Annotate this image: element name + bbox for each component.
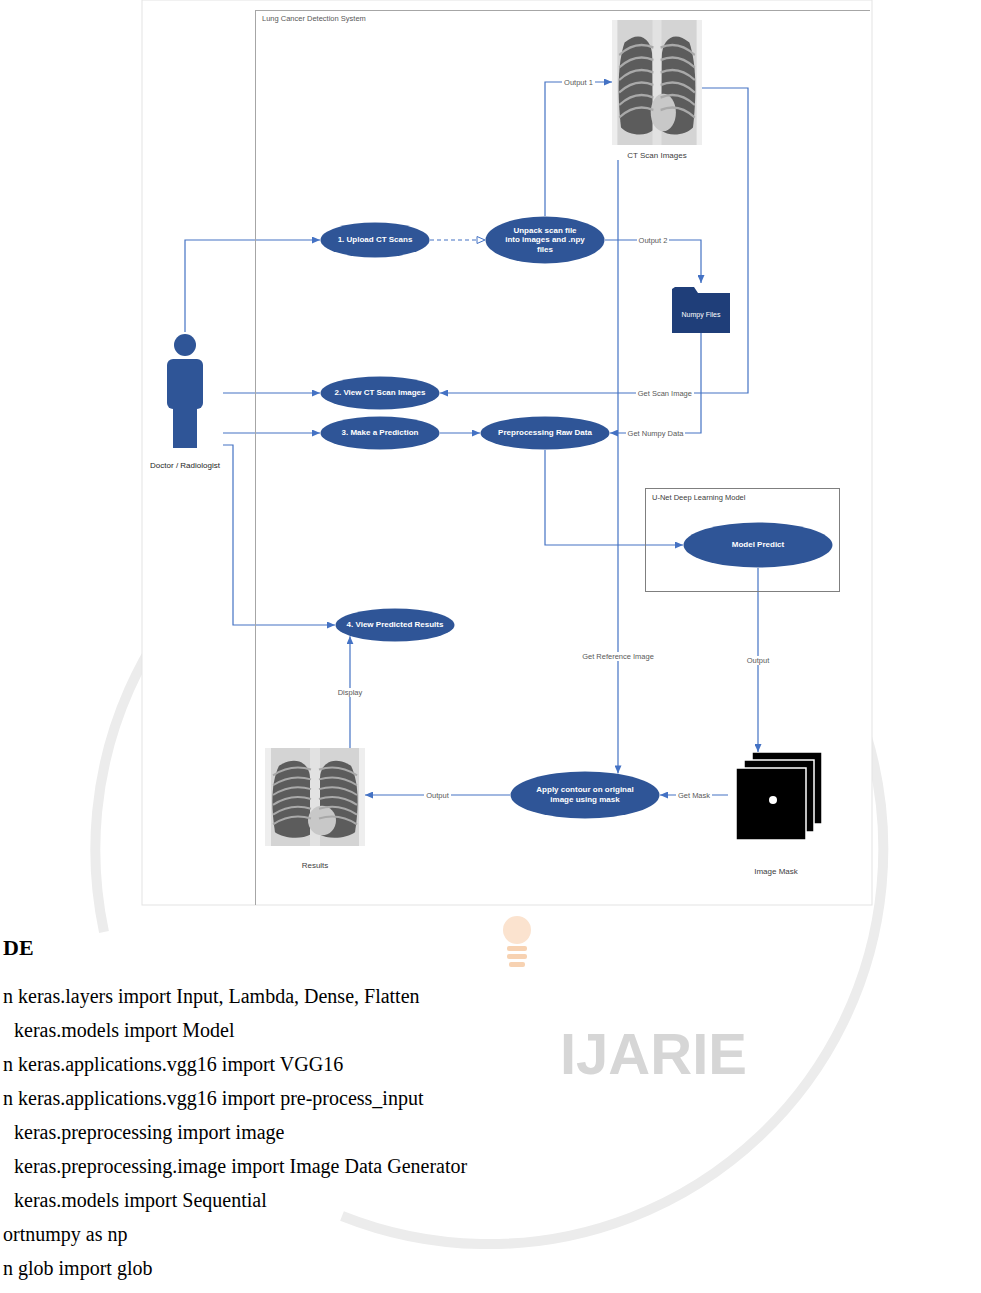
- result-picture: [265, 748, 365, 846]
- connector-arrow: [185, 240, 320, 332]
- ellipse-fill: [481, 417, 610, 450]
- node-label: 1. Upload CT Scans: [338, 235, 413, 245]
- node-label: Image Mask: [728, 867, 824, 876]
- actor-body: [167, 359, 203, 409]
- connector-arrow: [223, 432, 320, 433]
- edge-label: Get Numpy Data: [626, 429, 686, 438]
- ellipse-fill: [511, 772, 660, 819]
- process-ellipse: Preprocessing Raw Data: [480, 416, 610, 450]
- edge-label: Output 2: [637, 236, 670, 245]
- use-case-ellipse: 2. View CT Scan Images: [320, 376, 440, 410]
- node-label: Apply contour on original image using ma…: [530, 785, 640, 804]
- image-thumbnail: Results: [265, 748, 365, 870]
- process-ellipse: Model Predict: [683, 522, 833, 568]
- node-label: 4. View Predicted Results: [347, 620, 444, 630]
- code-line: keras.models import Model: [14, 1019, 235, 1041]
- code-line: keras.preprocessing.image import Image D…: [14, 1155, 467, 1177]
- node-label: Lung Cancer Detection System: [262, 14, 864, 23]
- lightbulb-watermark: [503, 916, 531, 967]
- code-line: n glob import glob: [3, 1257, 152, 1279]
- image-thumbnail: CT Scan Images: [612, 20, 702, 160]
- connector-arrow: [610, 333, 701, 433]
- ellipse-fill: [684, 523, 833, 568]
- node-label: Unpack scan file into images and .npy fi…: [505, 226, 585, 255]
- node-label: Numpy Files: [682, 311, 721, 318]
- node-label: 2. View CT Scan Images: [334, 388, 425, 398]
- ct-scan-picture: [612, 20, 702, 145]
- connector-arrow: [545, 82, 612, 216]
- edge-label: Output 1: [562, 78, 595, 87]
- edge-label: Get Reference Image: [580, 652, 656, 661]
- use-case-ellipse: 3. Make a Prediction: [320, 416, 440, 450]
- code-line: keras.preprocessing import image: [14, 1121, 284, 1143]
- edge-label: Display: [336, 688, 365, 697]
- section-heading: DE: [3, 936, 34, 960]
- code-line: keras.models import Sequential: [14, 1189, 267, 1211]
- node-label: Doctor / Radiologist: [150, 461, 220, 470]
- edge-label: Output: [745, 656, 772, 665]
- ellipse-fill: [321, 417, 440, 450]
- mask-stack: [736, 752, 822, 840]
- connector-arrow: [223, 392, 320, 393]
- node-label: CT Scan Images: [612, 151, 702, 160]
- image-thumbnail: Image Mask: [728, 752, 824, 876]
- node-label: Results: [265, 861, 365, 870]
- edge-label: Get Mask: [676, 791, 712, 800]
- edge-label: Get Scan Image: [636, 389, 694, 398]
- connector-arrow: [430, 239, 485, 240]
- code-line: n keras.applications.vgg16 import pre-pr…: [3, 1087, 423, 1109]
- actor-head: [174, 334, 196, 356]
- node-label: U-Net Deep Learning Model: [652, 493, 833, 502]
- ellipse-fill: [321, 223, 430, 258]
- edge-label: Output: [424, 791, 451, 800]
- node-label: Model Predict: [732, 540, 784, 550]
- actor-shape: [163, 332, 207, 450]
- process-ellipse: Apply contour on original image using ma…: [510, 771, 660, 819]
- use-case-ellipse: 4. View Predicted Results: [335, 608, 455, 642]
- actor-figure: Doctor / Radiologist: [147, 332, 223, 472]
- connector-arrow: [223, 445, 335, 625]
- connector-arrow: [440, 88, 748, 393]
- ellipse-fill: [486, 217, 605, 264]
- folder-fill: [672, 287, 730, 333]
- node-label: 3. Make a Prediction: [342, 428, 419, 438]
- folder-shape: [672, 283, 730, 333]
- process-ellipse: Unpack scan file into images and .npy fi…: [485, 216, 605, 264]
- watermark: IJARIE: [560, 1022, 747, 1086]
- actor-legs: [173, 402, 197, 448]
- connector-arrow: [605, 240, 701, 283]
- code-line: n keras.layers import Input, Lambda, Den…: [3, 985, 420, 1007]
- system-boundary: Lung Cancer Detection System CT Scan Imag…: [255, 10, 870, 905]
- connector-arrow: [440, 432, 480, 433]
- ellipse-fill: [336, 609, 455, 642]
- code-line: ortnumpy as np: [3, 1223, 127, 1245]
- folder-icon: Numpy Files: [672, 283, 730, 333]
- node-label: Preprocessing Raw Data: [498, 428, 592, 438]
- connector-arrow: [617, 160, 618, 773]
- model-boundary: U-Net Deep Learning ModelModel Predict: [645, 488, 840, 592]
- code-line: n keras.applications.vgg16 import VGG16: [3, 1053, 343, 1075]
- screenshot-panel: [142, 0, 872, 905]
- use-case-ellipse: 1. Upload CT Scans: [320, 222, 430, 258]
- ellipse-fill: [321, 377, 440, 410]
